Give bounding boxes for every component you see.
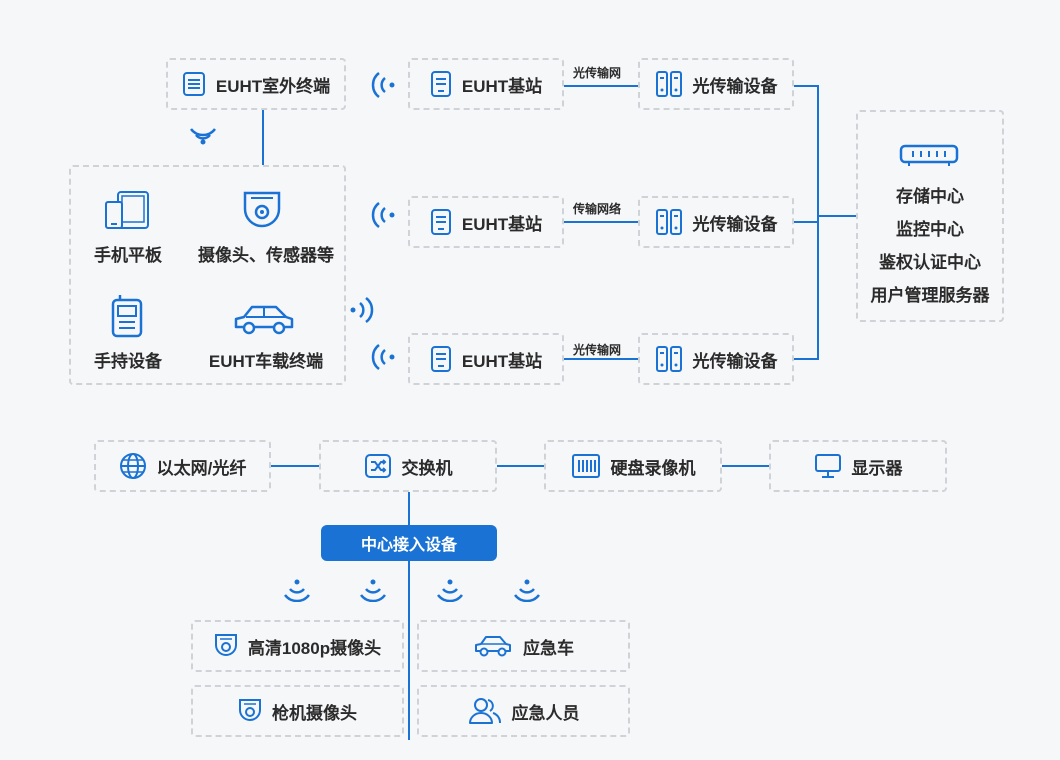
link-label: 光传输网 [573,343,622,357]
nvr-icon [571,454,600,478]
wifi-signal-icon [350,297,374,323]
base-station-label: EUHT基站 [461,351,543,371]
optical-device-label: 光传输设备 [692,76,778,96]
server-labels: 存储中心 监控中心 鉴权认证中心 用户管理服务器 [856,180,1004,312]
globe-icon [119,453,146,479]
camera-icon [243,191,281,228]
ethernet-label: 以太网/光纤 [156,458,247,478]
switch-icon [364,454,391,478]
vehicle-icon [475,636,511,657]
vehicle-terminal-label: EUHT车载终端 [208,352,324,371]
outdoor-terminal-label: EUHT室外终端 [215,76,331,96]
nvr-node: 硬盘录像机 [544,440,722,492]
server-label: 用户管理服务器 [870,286,990,305]
hd-camera-node: 高清1080p摄像头 [191,620,404,672]
base-station-icon [430,71,451,97]
camera-sensor-label: 摄像头、传感器等 [198,246,334,265]
terminal-icon [182,72,205,96]
server-label: 监控中心 [896,220,964,239]
connector [817,215,857,217]
base-station-icon [430,346,451,372]
server-rack-icon [899,144,959,166]
connector [269,465,321,467]
optical-device-node: 光传输设备 [638,196,794,248]
connector [496,465,546,467]
link-label: 传输网络 [573,202,622,216]
wifi-signal-icon [371,72,395,98]
base-station-label: EUHT基站 [461,76,543,96]
hd-camera-label: 高清1080p摄像头 [247,638,382,658]
optical-device-label: 光传输设备 [692,351,778,371]
emergency-staff-label: 应急人员 [511,703,580,723]
optical-device-icon [655,71,682,97]
base-station-node: EUHT基站 [408,58,564,110]
wifi-signal-icon [190,128,216,145]
optical-device-icon [655,209,682,235]
connector [408,491,410,526]
wifi-signal-icon [371,202,395,228]
wifi-signal-icon [437,579,463,602]
switch-node: 交换机 [319,440,497,492]
emergency-staff-node: 应急人员 [417,685,630,737]
wifi-signal-icon [371,344,395,370]
connector [794,221,818,223]
link-label: 光传输网 [573,66,622,80]
camera-icon [214,634,237,656]
wifi-signal-icon [514,579,540,602]
outdoor-terminal-node: EUHT室外终端 [166,58,346,110]
display-label: 显示器 [851,458,903,478]
server-label: 存储中心 [896,187,964,206]
wifi-signal-icon [360,579,386,602]
connector [262,106,264,192]
wifi-signal-icon [284,579,310,602]
phone-tablet-icon [105,191,149,229]
connector [817,85,819,360]
connector [794,358,818,360]
switch-label: 交换机 [401,458,453,478]
connector [794,85,818,87]
nvr-label: 硬盘录像机 [610,458,696,478]
connector [721,465,771,467]
optical-device-icon [655,346,682,372]
connector [563,221,639,223]
ethernet-node: 以太网/光纤 [94,440,271,492]
center-access-device: 中心接入设备 [321,525,497,561]
optical-device-label: 光传输设备 [692,214,778,234]
optical-device-node: 光传输设备 [638,333,794,385]
people-icon [468,698,501,724]
handheld-icon [111,295,143,338]
connector [563,85,639,87]
handheld-label: 手持设备 [94,352,162,371]
server-label: 鉴权认证中心 [879,253,981,272]
base-station-node: EUHT基站 [408,196,564,248]
connector [563,358,639,360]
phone-tablet-label: 手机平板 [94,246,162,265]
connector [408,560,410,740]
vehicle-icon [234,305,294,335]
base-station-node: EUHT基站 [408,333,564,385]
bullet-camera-node: 枪机摄像头 [191,685,404,737]
bullet-camera-label: 枪机摄像头 [272,703,357,723]
base-station-label: EUHT基站 [461,214,543,234]
emergency-vehicle-node: 应急车 [417,620,630,672]
base-station-icon [430,209,451,235]
emergency-vehicle-label: 应急车 [523,638,574,658]
optical-device-node: 光传输设备 [638,58,794,110]
display-node: 显示器 [769,440,947,492]
monitor-icon [814,454,841,478]
camera-icon [239,699,261,721]
